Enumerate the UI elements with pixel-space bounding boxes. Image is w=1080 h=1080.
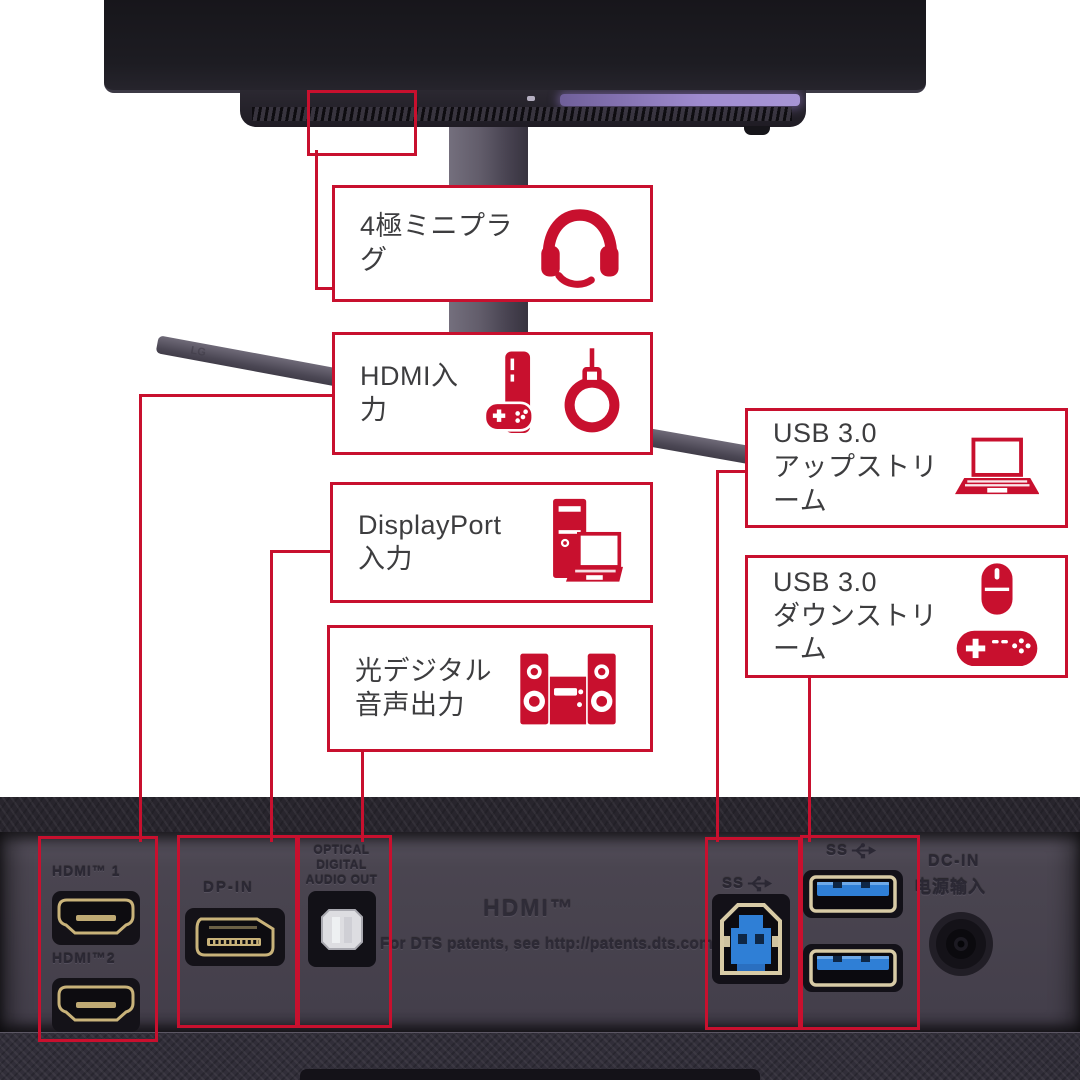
usb-b-port-highlight-rect <box>705 837 801 1030</box>
streaming-device-icon <box>564 347 620 432</box>
callout-label-line1: 光デジタル <box>355 655 492 686</box>
callout-label-line2: アップストリーム <box>773 452 938 516</box>
leader-line-mini-plug <box>315 150 318 290</box>
ss-usb-logo-downstream: SS <box>826 842 878 859</box>
callout-label-line1: DisplayPort <box>358 509 502 540</box>
audio-jack-highlight-rect <box>307 90 417 156</box>
dc-in-label: DC-IN <box>928 853 980 870</box>
optical-port-label: OPTICAL DIGITAL AUDIO OUT <box>305 843 378 887</box>
callout-hdmi-input: HDMI入力 <box>332 332 653 455</box>
usb-b-upstream-port <box>712 894 790 984</box>
panel-recessed-face <box>0 832 1080 1032</box>
usb-a-port-2 <box>803 944 903 992</box>
power-input-label: 电源输入 <box>914 878 986 897</box>
vent-grille <box>252 107 792 121</box>
optical-port-highlight-rect <box>297 835 392 1028</box>
hdmi-logo-emboss: HDMI™ <box>483 895 575 921</box>
leader-line-hdmi-v <box>139 394 142 842</box>
hdmi1-port-label: HDMI™ 1 <box>52 863 121 879</box>
leader-line-dp-v <box>270 550 273 842</box>
leader-line-dp-h <box>270 550 333 553</box>
osd-joystick-button <box>744 126 770 135</box>
laptop-icon <box>954 437 1039 495</box>
panel-top-trim <box>0 797 1080 832</box>
leader-line-hdmi-h <box>139 394 335 397</box>
hdmi2-port <box>52 978 140 1032</box>
dp-in-port <box>185 908 285 966</box>
stand-base-edge <box>300 1069 760 1080</box>
callout-usb-upstream: USB 3.0 アップストリーム <box>745 408 1068 528</box>
ss-usb-logo-upstream: SS <box>722 875 774 892</box>
dc-in-jack <box>929 912 993 976</box>
usb-a-ports-highlight-rect <box>800 835 920 1030</box>
optical-audio-port <box>308 891 376 967</box>
leader-line-usb-up-h <box>716 470 748 473</box>
callout-label: HDMI入力 <box>360 360 459 425</box>
hdmi1-port <box>52 891 140 945</box>
callout-audio-mini-plug: 4極ミニプラグ <box>332 185 653 302</box>
mouse-icon <box>981 562 1013 615</box>
status-led <box>527 96 535 101</box>
callout-usb-downstream: USB 3.0 ダウンストリーム <box>745 555 1068 678</box>
dp-in-port-label: DP-IN <box>203 879 254 896</box>
rear-port-panel: HDMI™ 1 HDMI™2 DP-IN OPTICAL DIGITAL AUD… <box>0 797 1080 1080</box>
usb-trident-icon <box>747 876 773 892</box>
monitor-back-panel <box>104 0 926 93</box>
callout-optical-audio-out: 光デジタル 音声出力 <box>327 625 653 752</box>
callout-label-line2: 入力 <box>358 543 413 574</box>
callout-label-line1: USB 3.0 <box>773 566 878 597</box>
callout-label-line2: 音声出力 <box>355 689 465 720</box>
dts-patent-notice: For DTS patents, see http://patents.dts.… <box>380 936 714 953</box>
hdmi-ports-highlight-rect <box>38 836 158 1042</box>
gamepad-icon <box>956 630 1038 666</box>
callout-displayport-input: DisplayPort 入力 <box>330 482 653 603</box>
hdmi2-port-label: HDMI™2 <box>52 950 116 966</box>
desktop-pc-laptop-icon <box>553 498 623 582</box>
usb-a-port-1 <box>803 870 903 918</box>
leader-line-usb-down <box>808 676 811 842</box>
lg-logo: LG <box>189 344 207 360</box>
leader-line-optical <box>361 750 364 842</box>
headset-icon <box>541 208 619 288</box>
stereo-system-icon <box>520 653 616 724</box>
game-console-icon <box>484 350 535 433</box>
usb-trident-icon <box>851 843 877 859</box>
callout-label: 4極ミニプラグ <box>360 210 514 275</box>
rgb-light-strip <box>560 94 800 106</box>
callout-label-line2: ダウンストリーム <box>773 600 938 665</box>
callout-label-line1: USB 3.0 <box>773 418 878 449</box>
leader-line-mini-plug-h <box>315 287 335 290</box>
dp-port-highlight-rect <box>177 835 298 1028</box>
monitor-bottom-housing <box>240 90 806 127</box>
leader-line-usb-up-v <box>716 470 719 842</box>
